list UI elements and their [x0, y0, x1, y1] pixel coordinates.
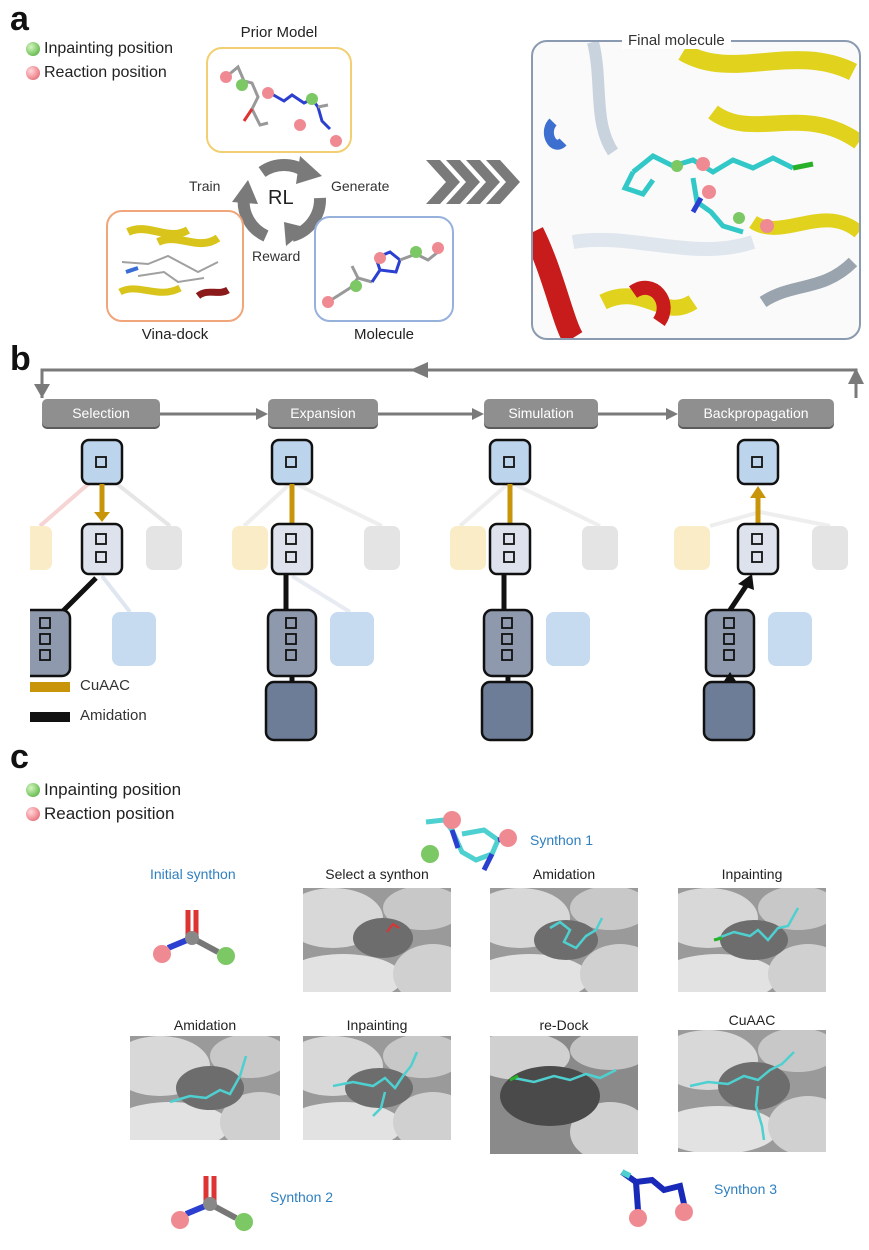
thumb-title-inpainting-2: Inpainting — [346, 1017, 408, 1033]
generate-label: Generate — [331, 178, 390, 194]
docking-thumb-amidation-2 — [130, 1036, 280, 1140]
green-sphere-icon — [26, 42, 40, 56]
thumb-title-inpainting-1: Inpainting — [721, 866, 783, 882]
vina-dock-label: Vina-dock — [141, 326, 209, 343]
docking-thumb-amidation-1 — [490, 888, 638, 992]
green-sphere-icon — [26, 783, 40, 797]
tree-expansion — [232, 438, 400, 742]
synthon2-molecule — [171, 1176, 253, 1231]
vina-dock-box — [106, 210, 244, 322]
legend-inpainting-c: Inpainting position — [26, 780, 181, 800]
tree-simulation — [450, 438, 618, 742]
synthon1-molecule — [421, 811, 517, 872]
legend-cuaac: CuAAC — [80, 677, 131, 694]
initial-synthon-label: Initial synthon — [150, 866, 236, 882]
legend-amidation: Amidation — [80, 707, 147, 724]
docking-thumb-inpainting-2 — [303, 1036, 451, 1140]
docked-protein-ribbon — [118, 225, 230, 299]
legend-inpainting-a: Inpainting position — [26, 40, 173, 58]
tree-selection — [30, 438, 182, 678]
panel-c-letter: c — [10, 738, 29, 776]
final-molecule-label: Final molecule — [622, 32, 731, 49]
legend-reaction-a: Reaction position — [26, 64, 167, 82]
reward-label: Reward — [252, 248, 301, 264]
thumb-title-redock: re-Dock — [539, 1017, 589, 1033]
synthon3-label: Synthon 3 — [714, 1181, 778, 1197]
molecule-label: Molecule — [353, 326, 415, 343]
panel-b-letter: b — [10, 340, 31, 378]
initial-synthon-molecule — [153, 910, 235, 965]
step-selection: Selection — [42, 399, 160, 427]
step-expansion: Expansion — [268, 399, 378, 427]
thumb-title-amidation-2: Amidation — [173, 1017, 237, 1033]
pink-sphere-icon — [26, 66, 40, 80]
docking-thumb-cuaac — [678, 1030, 826, 1152]
synthon1-label: Synthon 1 — [530, 832, 594, 848]
rl-label: RL — [268, 187, 294, 209]
prior-molecule-stick — [220, 64, 342, 147]
prior-model-box — [206, 47, 352, 153]
chevron-arrows-icon — [426, 160, 520, 204]
docking-thumb-select-synthon — [303, 888, 451, 992]
step-simulation: Simulation — [484, 399, 598, 427]
pink-sphere-icon — [26, 807, 40, 821]
generated-molecule-stick — [322, 242, 444, 308]
synthon3-molecule — [620, 1169, 693, 1227]
thumb-title-select-synthon: Select a synthon — [325, 866, 429, 882]
rl-cycle-arrows — [232, 156, 326, 246]
legend-reaction-c: Reaction position — [26, 804, 174, 824]
molecule-box — [314, 216, 454, 322]
step-backpropagation: Backpropagation — [678, 399, 834, 427]
final-complex-render — [533, 42, 859, 338]
docking-thumb-redock — [490, 1036, 638, 1154]
prior-model-label: Prior Model — [240, 24, 318, 41]
final-molecule-box — [531, 40, 861, 340]
thumb-title-cuaac: CuAAC — [728, 1012, 776, 1028]
thumb-title-amidation-1: Amidation — [532, 866, 596, 882]
tree-backpropagation — [674, 438, 848, 742]
panel-a-letter: a — [10, 0, 29, 38]
docking-thumb-inpainting-1 — [678, 888, 826, 992]
synthon2-label: Synthon 2 — [270, 1189, 334, 1205]
mcts-diagram — [30, 362, 864, 742]
train-label: Train — [189, 178, 221, 194]
